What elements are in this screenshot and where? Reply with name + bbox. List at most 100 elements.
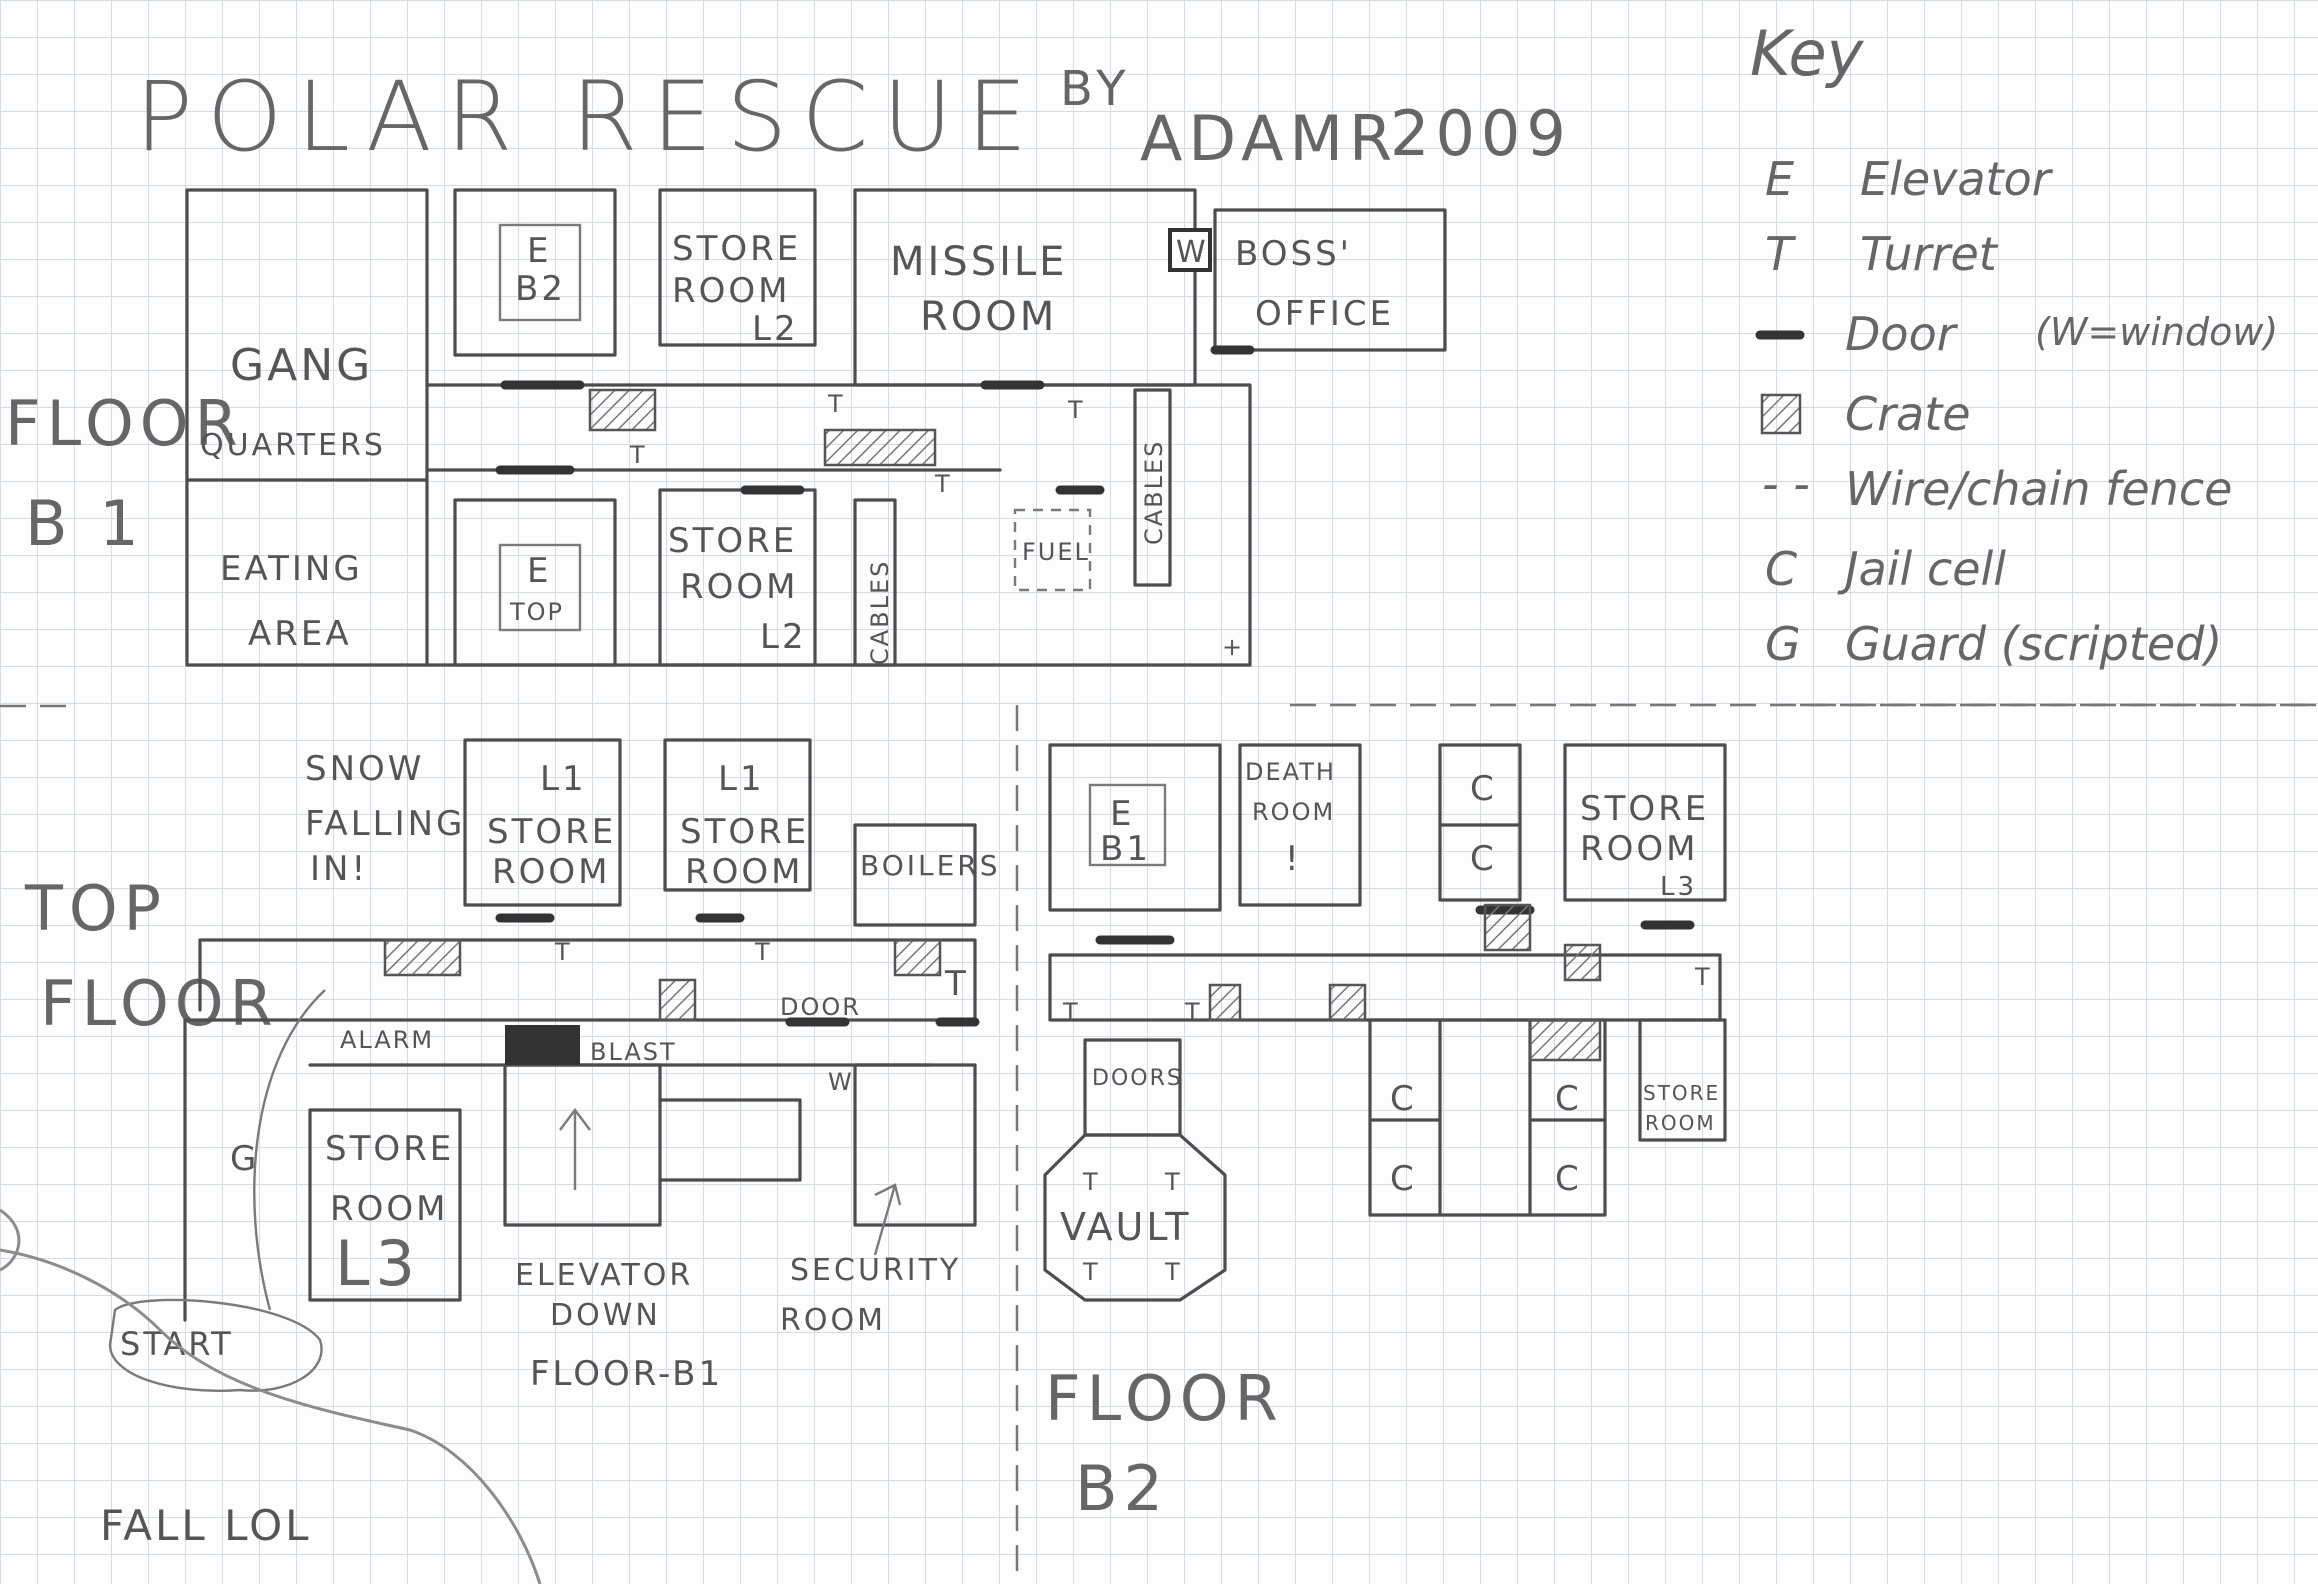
legend-symbol-guard: G	[1765, 617, 1801, 671]
map-legend: Key E Elevator T Turret Door (W=window) …	[1750, 17, 2278, 671]
room-label: L1	[718, 759, 765, 799]
l1-store-room-a	[463, 738, 622, 907]
room-label: BOSS'	[1235, 234, 1352, 274]
turret-mark: T	[1067, 396, 1085, 424]
jail-block-bottom	[1368, 1018, 1607, 1217]
room-label: STORE	[672, 229, 801, 269]
author: ADAMR	[1140, 102, 1398, 175]
boilers-room	[853, 823, 977, 927]
room-label: STORE	[668, 521, 797, 561]
room-label: DEATH	[1245, 758, 1336, 786]
death-room	[1238, 743, 1362, 907]
store-room-l2-bottom	[658, 488, 817, 667]
turret-mark: T	[629, 441, 647, 469]
boss-office	[1213, 208, 1447, 352]
top-floor-label-line2: FLOOR	[40, 967, 279, 1040]
turret-mark: T	[827, 390, 845, 418]
floor-b2-label-line1: FLOOR	[1045, 1362, 1284, 1435]
room-label: STORE	[487, 812, 616, 852]
legend-label: Guard (scripted)	[1845, 617, 2222, 671]
legend-note: (W=window)	[2035, 310, 2278, 354]
room-label: FALLING	[305, 804, 465, 844]
room-label: ROOM	[330, 1189, 448, 1229]
elevator-top-box	[498, 543, 582, 632]
start-area	[108, 1298, 323, 1392]
room-label: L2	[752, 309, 799, 349]
security-room	[853, 1063, 977, 1227]
floor-b2: FLOOR B2 E B1	[1043, 743, 1727, 1525]
legend-label: Elevator	[1860, 152, 2054, 206]
room-label: L3	[335, 1227, 421, 1300]
b2-corridor	[1048, 953, 1722, 1022]
room-label: MISSILE	[890, 239, 1067, 285]
room-label: E	[1110, 794, 1134, 834]
l1-store-room-b	[663, 738, 812, 892]
room-label: E	[527, 231, 551, 271]
legend-heading: Key	[1750, 17, 1865, 90]
room-label: STORE	[1643, 1081, 1720, 1105]
crate-icon	[1328, 983, 1367, 1022]
legend-label: Crate	[1845, 387, 1971, 441]
elevator-b1-room	[1048, 743, 1222, 912]
room-label: ROOM	[1252, 798, 1335, 826]
vault-room	[1043, 1133, 1227, 1302]
room-label: CABLES	[866, 560, 894, 665]
legend-symbol-fence: - -	[1762, 457, 1810, 511]
turret-mark: T	[934, 470, 952, 498]
store-room-l3-b2	[1563, 743, 1727, 902]
room-label: DOORS	[1092, 1066, 1183, 1091]
room-label: STORE	[680, 812, 809, 852]
room-label: E	[527, 551, 551, 591]
floor-b1-label-line1: FLOOR	[5, 387, 244, 460]
room-label: GANG	[230, 340, 373, 391]
crate-icon	[1528, 1018, 1602, 1062]
room-label: VAULT	[1060, 1205, 1192, 1249]
jail-cells-top	[1438, 743, 1522, 902]
turret-mark: T	[754, 938, 772, 966]
room-label: BLAST	[590, 1038, 677, 1066]
room-label: ROOM	[685, 852, 803, 892]
crate-icon	[1563, 943, 1602, 982]
crate-icon	[383, 938, 462, 977]
room-label: L2	[760, 617, 807, 657]
crate-icon	[588, 388, 657, 432]
plus-mark: +	[1222, 633, 1244, 661]
room-label: FLOOR-B1	[530, 1354, 723, 1394]
room-label: SNOW	[305, 749, 424, 789]
turret-mark: T	[1062, 998, 1080, 1026]
fuel-fence	[1013, 508, 1092, 592]
room-label: L1	[540, 759, 587, 799]
turret-mark: T	[1694, 963, 1712, 991]
fall-label: FALL LOL	[100, 1501, 312, 1550]
room-label: B2	[515, 269, 566, 309]
elevator-b2-room	[453, 188, 617, 357]
store-room-l2-top	[658, 188, 817, 347]
crate-icon	[1208, 983, 1242, 1022]
crate-icon	[893, 938, 942, 977]
turret-mark: T	[1082, 1168, 1100, 1196]
room-label: DOOR	[780, 993, 861, 1021]
river-line	[0, 1248, 542, 1584]
window-mark: W	[828, 1068, 854, 1096]
room-label: CABLES	[1140, 440, 1168, 545]
room-label: STORE	[1580, 789, 1709, 829]
top-floor: TOP FLOOR SNOW FALLING I	[0, 738, 998, 1584]
room-label: ROOM	[920, 294, 1057, 340]
turret-mark: T	[554, 938, 572, 966]
room-label: B1	[1100, 829, 1151, 869]
room-label: QUARTERS	[200, 428, 386, 463]
crate-icon	[658, 978, 697, 1022]
cables-right	[1133, 388, 1172, 587]
legend-label: Door	[1845, 307, 1959, 361]
store-room-small	[1638, 1018, 1727, 1142]
jail-cell-mark: C	[1390, 1159, 1417, 1199]
gang-quarters-room	[185, 188, 429, 667]
jail-cell-mark: C	[1555, 1079, 1582, 1119]
floor-b1-label-line2: B 1	[25, 487, 145, 560]
map-title: POLAR RESCUE	[135, 61, 1041, 173]
legend-label: Wire/chain fence	[1845, 462, 2232, 516]
room-label: ROOM	[680, 567, 798, 607]
jail-cell-mark: C	[1470, 769, 1497, 809]
turret-mark: T	[944, 964, 969, 1004]
